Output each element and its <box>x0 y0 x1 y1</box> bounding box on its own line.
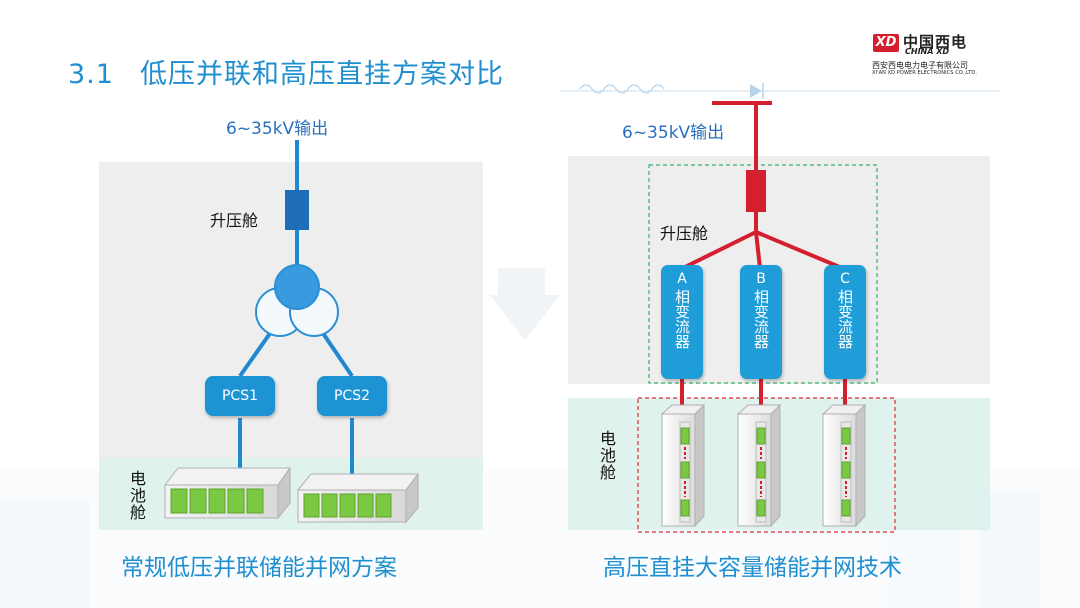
logo-company-en: XI'AN XD POWER ELECTRONICS CO.,LTD. <box>872 70 978 76</box>
pcs1-label: PCS1 <box>221 388 258 404</box>
phase-a-letter: A <box>677 271 687 287</box>
right-switch-box <box>746 170 766 212</box>
slide-title: 3.1 低压并联和高压直挂方案对比 <box>68 52 504 91</box>
phase-converter-c: C 相变流器 <box>824 265 866 379</box>
right-booster-label: 升压舱 <box>660 224 709 243</box>
right-caption: 高压直挂大容量储能并网技术 <box>603 555 902 581</box>
logo-mark-text: XD <box>875 35 897 50</box>
left-transformer <box>255 264 339 337</box>
phase-c-letter: C <box>840 271 850 287</box>
left-battery-cabinet-2 <box>296 472 419 524</box>
left-output-label: 6~35kV输出 <box>226 119 329 139</box>
logo-mark-icon <box>873 34 899 52</box>
left-switch-box <box>285 190 309 230</box>
logo-name-en: CHINA XD <box>905 47 950 56</box>
watermark-logo <box>490 268 560 340</box>
right-battery-rack-a <box>660 403 706 528</box>
logo-name-cn: 中国西电 <box>903 33 968 51</box>
right-output-label: 6~35kV输出 <box>622 123 725 143</box>
phase-c-text: 相变流器 <box>836 289 854 349</box>
pcs2-label: PCS2 <box>333 388 370 404</box>
right-drop-lines <box>680 376 847 407</box>
phase-converter-b: B 相变流器 <box>740 265 782 379</box>
logo-company-cn: 西安西电电力电子有限公司 <box>872 61 968 70</box>
pcs2-box: PCS2 <box>317 376 387 416</box>
pcs1-box: PCS1 <box>205 376 275 416</box>
right-battery-label: 电池舱 <box>597 430 616 481</box>
right-battery-rack-c <box>821 403 867 528</box>
phase-b-text: 相变流器 <box>752 289 770 349</box>
slide-title-number: 3.1 <box>68 59 114 90</box>
right-battery-rack-b <box>736 403 782 528</box>
phase-converter-a: A 相变流器 <box>661 265 703 379</box>
phase-a-text: 相变流器 <box>673 289 691 349</box>
slide-title-text: 低压并联和高压直挂方案对比 <box>139 59 504 90</box>
left-battery-panel <box>99 458 483 530</box>
left-booster-label: 升压舱 <box>210 211 259 230</box>
left-battery-cabinet-1 <box>163 466 291 520</box>
right-battery-dashed-frame <box>637 397 896 533</box>
right-lines <box>682 101 843 270</box>
left-battery-label: 电池舱 <box>127 470 146 521</box>
left-caption: 常规低压并联储能并网方案 <box>121 555 397 581</box>
phase-b-letter: B <box>756 271 766 287</box>
title-decoration <box>560 83 1000 99</box>
